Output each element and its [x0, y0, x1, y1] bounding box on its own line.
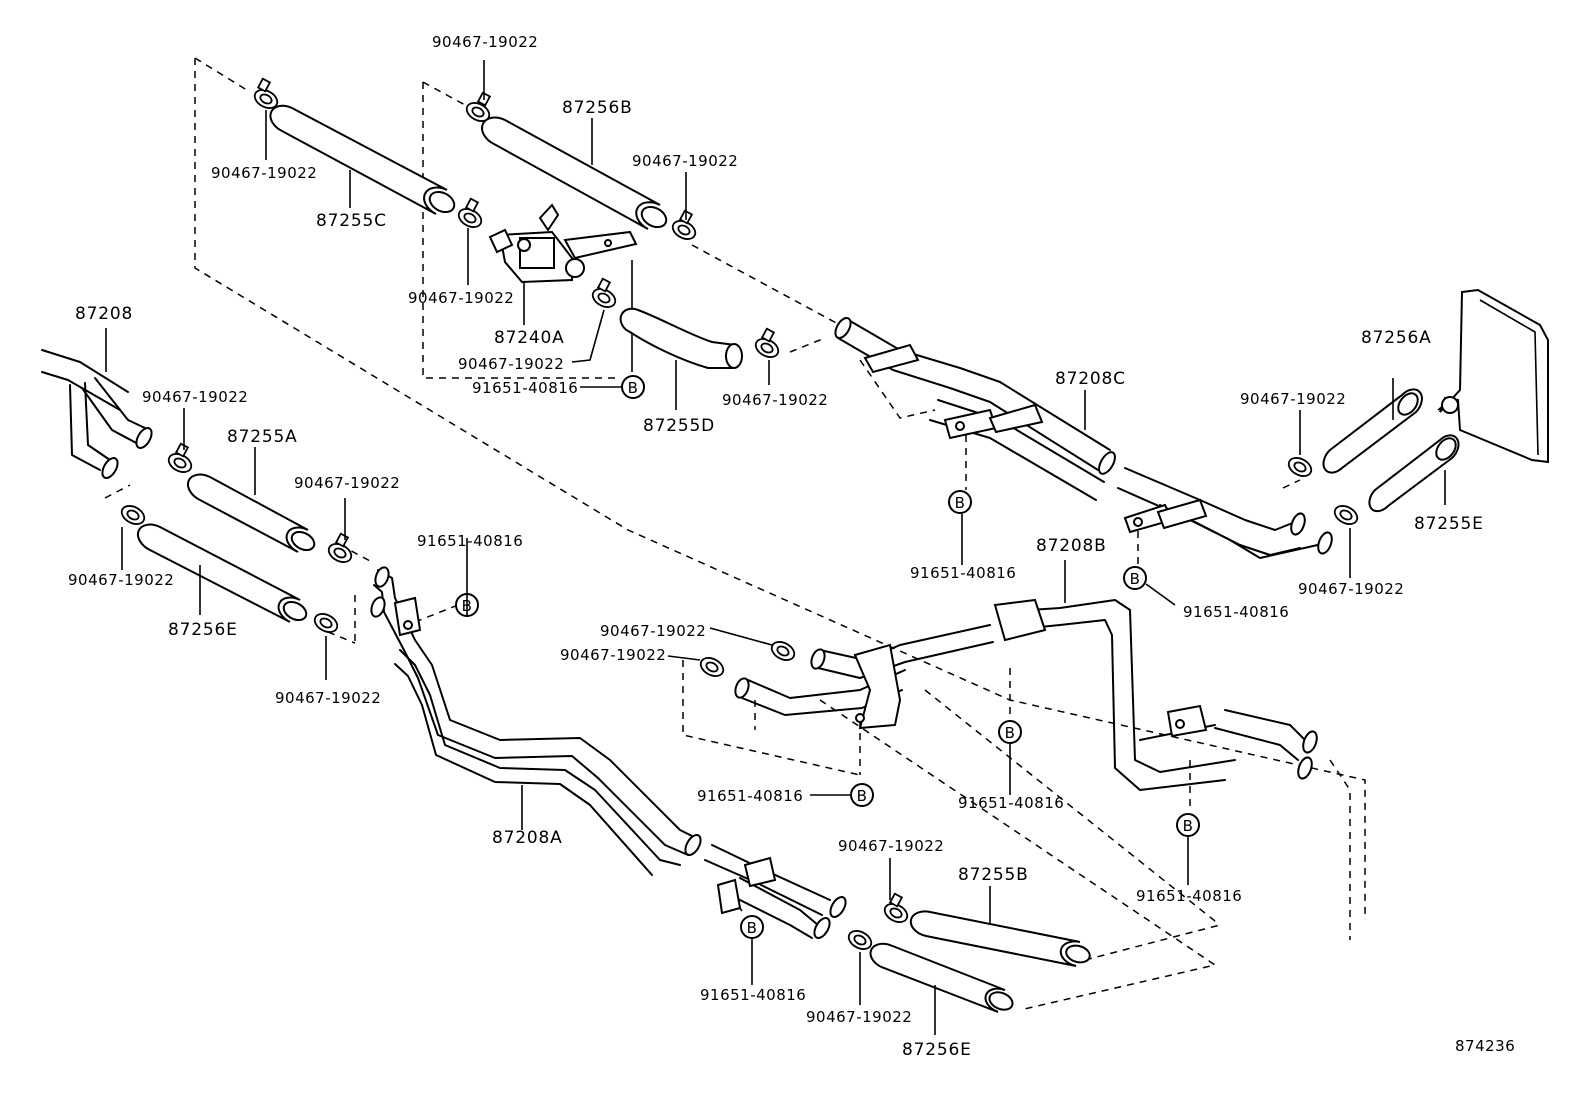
label-87256e-left: 87256E: [168, 620, 238, 640]
clip-87256e-left: [313, 613, 339, 633]
pipe-87208a-end: [704, 844, 847, 939]
label-clip-2: 90467-19022: [211, 164, 317, 182]
clip-top-left: [253, 77, 279, 109]
label-bolt-2: 91651-40816: [910, 564, 1016, 582]
label-87208c: 87208C: [1055, 369, 1126, 389]
label-clip-12: 90467-19022: [275, 689, 381, 707]
label-clip-5: 90467-19022: [458, 355, 564, 373]
pipe-87208b: [993, 598, 1318, 791]
clip-center-upper: [770, 641, 796, 661]
hose-87255b: [909, 910, 1091, 967]
clip-87255a: [327, 532, 353, 563]
valve-87240a: [488, 203, 638, 325]
clip-87255b: [883, 892, 909, 923]
hose-87256e-left: [136, 523, 308, 623]
hose-87255a: [186, 473, 316, 553]
clip-87255d: [754, 327, 780, 358]
label-clip-16: 90467-19022: [806, 1008, 912, 1026]
label-bolt-1: 91651-40816: [472, 379, 578, 397]
label-bolt-6: 91651-40816: [958, 794, 1064, 812]
label-87208: 87208: [75, 304, 133, 324]
ref-b-7: B: [1183, 817, 1194, 835]
label-87208b: 87208B: [1036, 536, 1107, 556]
label-clip-15: 90467-19022: [838, 837, 944, 855]
label-clip-11: 90467-19022: [68, 571, 174, 589]
ref-b-1: B: [628, 379, 639, 397]
label-clip-10: 90467-19022: [294, 474, 400, 492]
label-clip-7: 90467-19022: [1240, 390, 1346, 408]
label-87256a: 87256A: [1361, 328, 1432, 348]
label-clip-13: 90467-19022: [600, 622, 706, 640]
label-87255d: 87255D: [643, 416, 715, 436]
label-clip-6: 90467-19022: [722, 391, 828, 409]
ref-b-5: B: [1005, 724, 1016, 742]
label-clip-14: 90467-19022: [560, 646, 666, 664]
hose-87256b: [481, 116, 668, 230]
pipe-87208a: [370, 566, 702, 876]
pipe-center: [734, 624, 994, 730]
clip-right-upper: [1287, 457, 1313, 477]
label-clip-8: 90467-19022: [1298, 580, 1404, 598]
clip-center-lower: [699, 657, 725, 677]
pipe-87208c-right: [1117, 467, 1333, 559]
label-bolt-7: 91651-40816: [1136, 887, 1242, 905]
diagram-number: 874236: [1455, 1037, 1515, 1055]
label-bolt-4: 91651-40816: [417, 532, 523, 550]
clip-valve-lower: [591, 277, 617, 308]
pipe-87208: [41, 349, 153, 479]
label-87256e-bottom: 87256E: [902, 1040, 972, 1060]
label-clip-1: 90467-19022: [432, 33, 538, 51]
ref-b-6: B: [857, 787, 868, 805]
label-clip-4: 90467-19022: [408, 289, 514, 307]
clip-top-center: [465, 91, 492, 122]
hose-87255e-right: [1368, 434, 1460, 513]
hose-87256a: [1322, 388, 1423, 474]
ref-b-3: B: [1130, 570, 1141, 588]
hose-87255d: [619, 307, 743, 410]
label-87256b: 87256B: [562, 98, 633, 118]
part-labels: 90467-19022 90467-19022 87255C 87256B 90…: [68, 33, 1515, 1060]
label-87255a: 87255A: [227, 427, 298, 447]
label-clip-3: 90467-19022: [632, 152, 738, 170]
clip-right-lower: [1333, 505, 1359, 525]
clip-87208-lower: [120, 505, 146, 525]
ref-b-2: B: [955, 494, 966, 512]
label-bolt-3: 91651-40816: [1183, 603, 1289, 621]
heater-core-unit: [1439, 288, 1549, 464]
hose-87255c: [269, 104, 456, 215]
ref-b-8: B: [747, 919, 758, 937]
pipe-87208c: [834, 317, 1116, 501]
label-87255e-right: 87255E: [1414, 514, 1484, 534]
clip-87208-upper: [167, 442, 193, 473]
clip-mid-left: [457, 197, 483, 228]
label-bolt-8: 91651-40816: [700, 986, 806, 1004]
label-87240a: 87240A: [494, 328, 565, 348]
clip-top-right: [671, 209, 697, 240]
clip-87256e-bottom: [847, 930, 873, 950]
label-87208a: 87208A: [492, 828, 563, 848]
label-87255c: 87255C: [316, 211, 387, 231]
label-87255b: 87255B: [958, 865, 1029, 885]
label-bolt-5: 91651-40816: [697, 787, 803, 805]
hose-87256e-bottom: [869, 942, 1014, 1013]
label-clip-9: 90467-19022: [142, 388, 248, 406]
